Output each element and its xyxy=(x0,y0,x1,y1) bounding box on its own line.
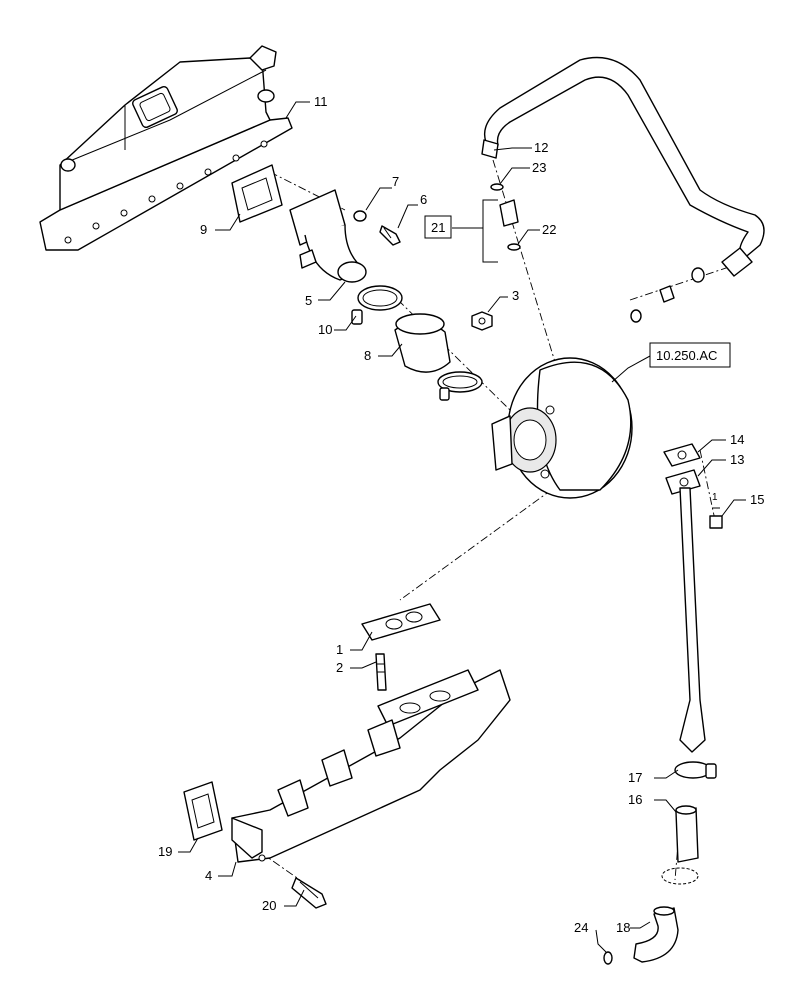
callout-5: 5 xyxy=(305,293,312,308)
drain-gasket-14[interactable] xyxy=(663,443,701,467)
callout-13: 13 xyxy=(730,452,744,467)
callout-9: 9 xyxy=(200,222,207,237)
callout-6: 6 xyxy=(420,192,427,207)
tube-end-fittings[interactable] xyxy=(630,267,705,323)
callout-19: 19 xyxy=(158,844,172,859)
callout-12: 12 xyxy=(534,140,548,155)
group-21-box: 21 xyxy=(424,215,452,239)
hose-clamp-10[interactable] xyxy=(351,285,403,325)
leader-lines xyxy=(178,101,746,953)
washer-22[interactable] xyxy=(507,243,521,251)
inlet-elbow[interactable] xyxy=(289,189,367,283)
drain-hose-16[interactable] xyxy=(675,805,699,863)
adapter-fitting[interactable] xyxy=(499,199,519,227)
washer-23[interactable] xyxy=(490,183,504,191)
cover-bolt-holes xyxy=(64,140,268,244)
exhaust-manifold[interactable] xyxy=(231,669,511,863)
callout-10: 10 xyxy=(318,322,332,337)
stud-2[interactable] xyxy=(375,653,387,691)
callout-16: 16 xyxy=(628,792,642,807)
callout-15: 15 xyxy=(750,492,764,507)
hose-clamp-lower[interactable] xyxy=(437,371,483,401)
nut-3[interactable] xyxy=(471,311,493,331)
bolt-15[interactable] xyxy=(709,507,723,529)
callout-3: 3 xyxy=(512,288,519,303)
callout-2: 2 xyxy=(336,660,343,675)
o-ring-24[interactable] xyxy=(603,951,613,965)
hose-clamp-17[interactable] xyxy=(674,761,717,779)
group-bracket-21 xyxy=(452,199,498,263)
callout-8: 8 xyxy=(364,348,371,363)
hose-clamp-drain-lower[interactable] xyxy=(661,867,699,885)
callout-20: 20 xyxy=(262,898,276,913)
inlet-gasket[interactable] xyxy=(231,164,283,223)
callout-labels: 11 9 7 6 5 10 8 3 12 23 22 14 13 15 1 2 … xyxy=(158,94,764,935)
callout-7: 7 xyxy=(392,174,399,189)
bolt-6[interactable] xyxy=(379,225,401,246)
group-21-label: 21 xyxy=(431,220,445,235)
ref-turbo-label: 10.250.AC xyxy=(656,348,717,363)
washer-7[interactable] xyxy=(353,210,367,222)
callout-11: 11 xyxy=(314,94,328,109)
oil-drain-tube[interactable] xyxy=(679,487,706,753)
callout-17: 17 xyxy=(628,770,642,785)
hose-8[interactable] xyxy=(394,313,451,373)
bolt-20[interactable] xyxy=(291,877,327,909)
turbocharger[interactable] xyxy=(491,357,633,499)
drain-flange-13[interactable] xyxy=(665,469,701,495)
callout-24: 24 xyxy=(574,920,588,935)
callout-18: 18 xyxy=(616,920,630,935)
oil-feed-tube[interactable] xyxy=(481,56,765,277)
callout-22: 22 xyxy=(542,222,556,237)
manifold-gasket-19[interactable] xyxy=(183,781,223,841)
callout-14: 14 xyxy=(730,432,744,447)
drain-elbow-18[interactable] xyxy=(633,906,679,963)
ref-turbo-box[interactable]: 10.250.AC xyxy=(649,342,731,368)
callout-4: 4 xyxy=(205,868,212,883)
aftercooler-cover[interactable] xyxy=(39,45,293,251)
tube-mark: 1 xyxy=(712,492,718,503)
callout-1: 1 xyxy=(336,642,343,657)
turbo-gasket-1[interactable] xyxy=(361,603,441,641)
callout-23: 23 xyxy=(532,160,546,175)
